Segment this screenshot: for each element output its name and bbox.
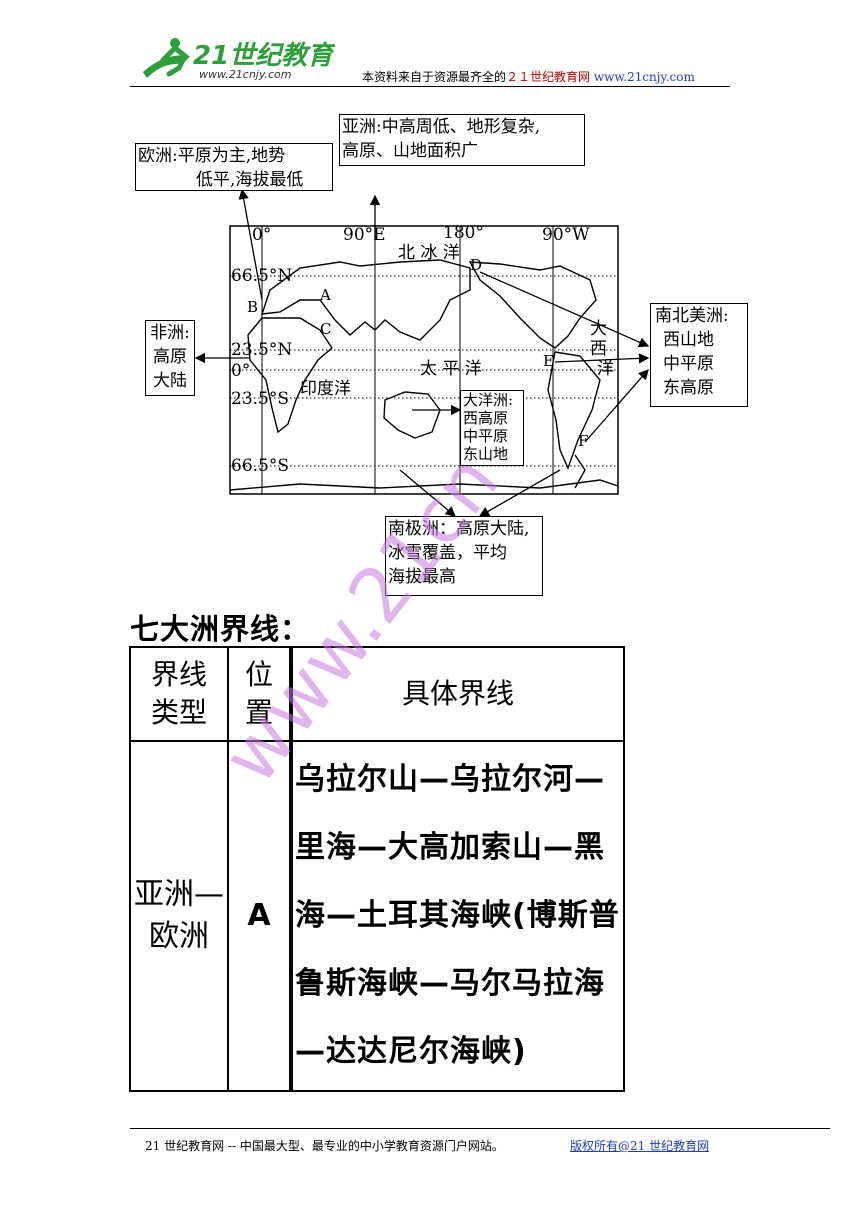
header-cell-type: 界线类型 <box>129 646 229 742</box>
latitude-label-23s: 23.5°S <box>231 389 289 409</box>
header-position-text: 位置 <box>244 658 273 729</box>
latitude-label-0: 0° <box>231 361 250 381</box>
latitude-label-66s: 66.5°S <box>231 456 289 476</box>
callout-antarctica-line1: 南极洲：高原大陆, <box>388 519 530 539</box>
footer-text: 21 世纪教育网 -- 中国最大型、最专业的中小学教育资源门户网站。 <box>145 1139 504 1153</box>
callout-oceania: 大洋洲: 西高原 中平原 东山地 <box>460 390 524 466</box>
ocean-label-atlantic-3: 洋 <box>597 359 614 379</box>
header-notice-brand[interactable]: ２１世纪教育网 <box>506 70 591 84</box>
cell-boundary-type: 亚洲—欧洲 <box>129 740 229 1092</box>
header-notice: 本资料来自于资源最齐全的２１世纪教育网 www.21cnjy.com <box>362 68 695 85</box>
boundary-type-text: 亚洲—欧洲 <box>134 877 224 954</box>
callout-europe-line1: 欧洲:平原为主,地势 <box>138 146 286 166</box>
callout-antarctica: 南极洲：高原大陆, 冰雪覆盖，平均 海拔最高 <box>385 516 543 596</box>
ocean-label-pacific: 太 平 洋 <box>420 359 482 379</box>
latitude-label-23n: 23.5°N <box>231 340 292 360</box>
world-map-figure: 0° 90°E 180° 90°W 66.5°N 23.5°N 0° 23.5°… <box>194 188 650 517</box>
table-row: 亚洲—欧洲 A 乌拉尔山—乌拉尔河—里海—大高加索山—黑海—土耳其海峡(博斯普鲁… <box>129 740 625 1092</box>
callout-americas: 南北美洲: 西山地 中平原 东高原 <box>650 303 748 407</box>
cell-boundary-detail: 乌拉尔山—乌拉尔河—里海—大高加索山—黑海—土耳其海峡(博斯普鲁斯海峡—马尔马拉… <box>290 740 625 1092</box>
point-label-c: C <box>320 320 331 338</box>
callout-americas-line4: 东高原 <box>663 378 714 398</box>
point-label-e: E <box>543 352 554 370</box>
ocean-label-arctic: 北 冰 洋 <box>398 243 460 263</box>
callout-asia: 亚洲:中高周低、地形复杂, 高原、山地面积广 <box>339 114 585 166</box>
header-notice-url[interactable]: www.21cnjy.com <box>593 70 695 84</box>
callout-americas-line1: 南北美洲: <box>655 306 729 326</box>
callout-oceania-line2: 西高原 <box>463 409 509 427</box>
meridian-label-90e: 90°E <box>343 225 386 245</box>
header-cell-position: 位置 <box>227 646 293 742</box>
callout-europe: 欧洲:平原为主,地势 低平,海拔最低 <box>135 143 333 191</box>
callout-africa: 非洲: 高原 大陆 <box>145 320 195 396</box>
header-notice-prefix: 本资料来自于资源最齐全的 <box>362 70 507 84</box>
table-header-row: 界线类型 位置 具体界线 <box>129 646 625 742</box>
ocean-label-indian: 印度洋 <box>300 379 351 399</box>
footer-divider <box>130 1128 830 1129</box>
point-label-f: F <box>578 432 588 450</box>
point-label-b: B <box>247 298 258 316</box>
point-label-d: D <box>470 256 482 274</box>
callout-oceania-line1: 大洋洲: <box>463 391 514 409</box>
callout-africa-line1: 非洲: <box>150 323 190 343</box>
cell-position: A <box>227 740 293 1092</box>
ocean-label-atlantic-1: 大 <box>590 319 607 339</box>
section-title: 七大洲界线： <box>130 612 311 646</box>
point-label-a: A <box>319 286 331 304</box>
callout-antarctica-line3: 海拔最高 <box>388 567 456 587</box>
site-logo: 21世纪教育 www.21cnjy.com <box>143 38 335 81</box>
meridian-label-0: 0° <box>252 225 271 245</box>
continent-boundary-table: 界线类型 位置 具体界线 亚洲—欧洲 A 乌拉尔山—乌拉尔河—里海—大高加索山—… <box>129 646 625 1092</box>
callout-oceania-line4: 东山地 <box>463 445 509 463</box>
meridian-label-180: 180° <box>443 223 484 243</box>
header-cell-detail: 具体界线 <box>290 646 625 742</box>
latitude-label-66n: 66.5°N <box>231 266 292 286</box>
header-divider <box>130 86 730 87</box>
logo-url: www.21cnjy.com <box>199 68 292 81</box>
callout-antarctica-line2: 冰雪覆盖，平均 <box>388 543 507 563</box>
callout-asia-line1: 亚洲:中高周低、地形复杂, <box>342 117 541 137</box>
callout-asia-line2: 高原、山地面积广 <box>342 141 478 161</box>
callout-americas-line3: 中平原 <box>663 354 714 374</box>
callout-americas-line2: 西山地 <box>663 330 714 350</box>
footer-copyright-link[interactable]: 版权所有@21 世纪教育网 <box>570 1139 710 1153</box>
map-frame <box>229 225 619 495</box>
ocean-label-atlantic-2: 西 <box>590 339 607 359</box>
callout-africa-line3: 大陆 <box>153 371 187 391</box>
logo-wordmark: 21世纪教育 <box>193 41 335 71</box>
meridian-label-90w: 90°W <box>542 225 590 245</box>
callout-europe-line2: 低平,海拔最低 <box>196 170 304 190</box>
callout-oceania-line3: 中平原 <box>463 427 509 445</box>
callout-africa-line2: 高原 <box>153 347 187 367</box>
header-type-text: 界线类型 <box>150 658 207 729</box>
